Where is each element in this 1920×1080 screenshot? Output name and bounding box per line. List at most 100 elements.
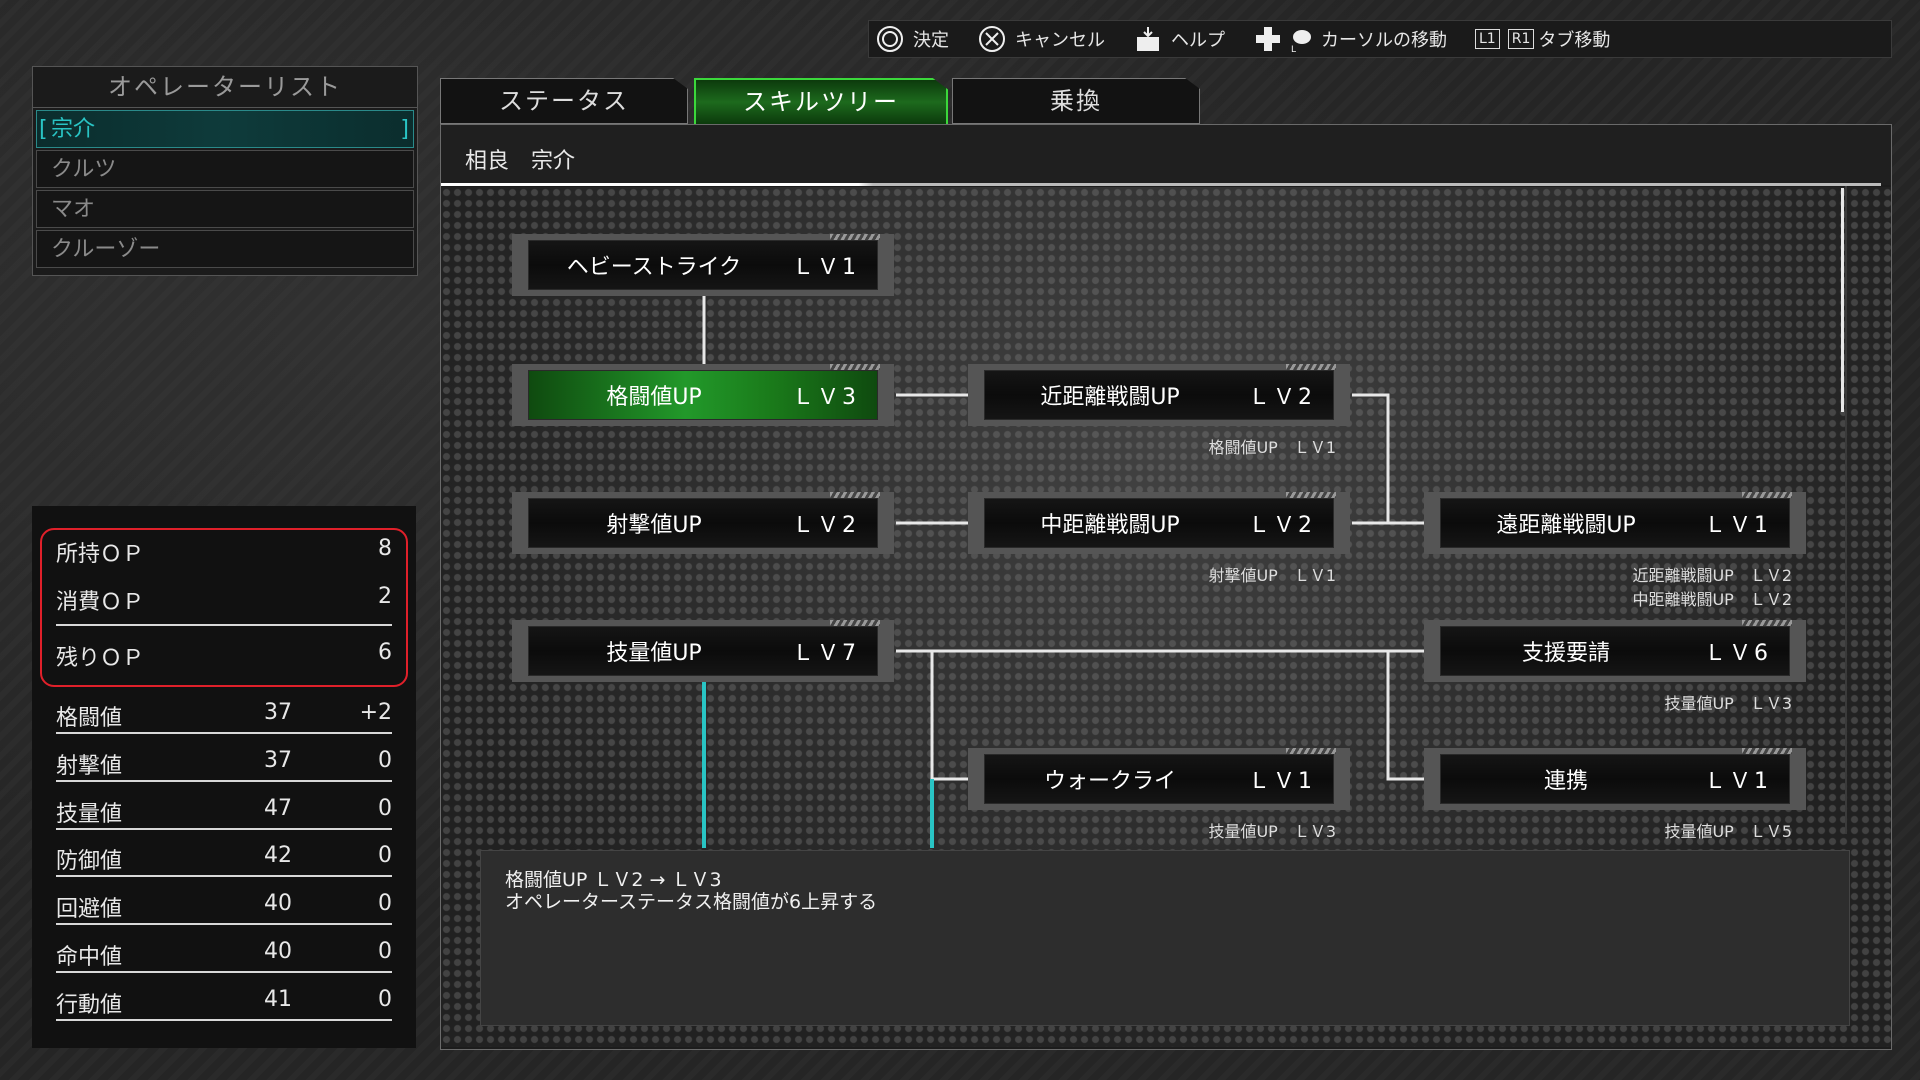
skill-name: 中距離戦闘UP — [1040, 513, 1180, 538]
stat-name: 格闘値 — [56, 706, 123, 731]
cross-button-icon — [977, 24, 1007, 54]
skill-requirement: 技量値UP ＬＶ3 — [1208, 822, 1336, 841]
skill-node-skill-up[interactable]: 技量値UP ＬＶ7 — [512, 620, 894, 682]
stat-bonus: 0 — [378, 891, 392, 916]
character-header: 相良 宗介 — [441, 125, 1891, 185]
button-help-bar: 決定 キャンセル ヘルプ L カーソルの移動 L1 R1 タブ移動 — [868, 20, 1892, 58]
skill-node-long-combat-up[interactable]: 遠距離戦闘UP ＬＶ1 — [1424, 492, 1806, 554]
remaining-op-row: 残りＯＰ 6 — [56, 640, 392, 672]
skill-level: ＬＶ1 — [1248, 769, 1315, 794]
scroll-track[interactable] — [1845, 186, 1847, 834]
node-stripe — [830, 364, 880, 370]
owned-op-row: 所持ＯＰ 8 — [56, 536, 392, 568]
owned-op-value: 8 — [378, 536, 392, 561]
skill-level: ＬＶ2 — [1248, 513, 1315, 538]
connector-skill-to-coordination — [1386, 651, 1424, 781]
skill-level: ＬＶ2 — [1248, 385, 1315, 410]
stats-panel: 所持ＯＰ 8 消費ＯＰ 2 残りＯＰ 6 格闘値 37 +2 射撃値 37 0 … — [32, 506, 416, 1048]
owned-op-label: 所持ＯＰ — [56, 542, 145, 567]
skill-description-box: 格闘値UP ＬＶ2 → ＬＶ3 オペレーターステータス格闘値が6上昇する — [480, 850, 1850, 1026]
node-stripe — [1742, 748, 1792, 754]
used-op-value: 2 — [378, 584, 392, 609]
stat-name: 回避値 — [56, 897, 123, 922]
skill-node-war-cry[interactable]: ウォークライ ＬＶ1 — [968, 748, 1350, 810]
operator-list-title: オペレーターリスト — [33, 67, 417, 108]
stat-value: 42 — [264, 843, 292, 868]
stat-value: 40 — [264, 939, 292, 964]
node-stripe — [1286, 748, 1336, 754]
tab-skill-tree[interactable]: スキルツリー — [694, 78, 948, 126]
skill-level: ＬＶ3 — [792, 385, 859, 410]
description-level-change: 格闘値UP ＬＶ2 → ＬＶ3 — [505, 869, 722, 891]
skill-name: 連携 — [1543, 769, 1588, 794]
touchpad-icon — [1133, 24, 1163, 54]
tab-transfer[interactable]: 乗換 — [952, 78, 1200, 124]
skill-level: ＬＶ2 — [792, 513, 859, 538]
stat-name: 射撃値 — [56, 754, 123, 779]
dpad-icon — [1253, 24, 1283, 54]
skill-node-heavy-strike[interactable]: ヘビーストライク ＬＶ1 — [512, 234, 894, 296]
header-underline — [441, 183, 1881, 186]
node-body: 遠距離戦闘UP ＬＶ1 — [1440, 498, 1790, 548]
node-body: 中距離戦闘UP ＬＶ2 — [984, 498, 1334, 548]
description-effect: オペレーターステータス格闘値が6上昇する — [505, 891, 878, 913]
operator-list: オペレーターリスト 宗介 クルツ マオ クルーゾー — [32, 66, 418, 276]
node-body: 格闘値UP ＬＶ3 — [528, 370, 878, 420]
stat-value: 37 — [264, 748, 292, 773]
used-op-row: 消費ＯＰ 2 — [56, 584, 392, 616]
stat-value: 37 — [264, 700, 292, 725]
node-body: 支援要請 ＬＶ6 — [1440, 626, 1790, 676]
stat-row-evasion: 回避値 40 0 — [56, 887, 392, 925]
tab-status[interactable]: ステータス — [440, 78, 688, 124]
stat-bonus: 0 — [378, 796, 392, 821]
skill-node-support-request[interactable]: 支援要請 ＬＶ6 — [1424, 620, 1806, 682]
circle-button-icon — [875, 24, 905, 54]
skill-node-mid-combat-up[interactable]: 中距離戦闘UP ＬＶ2 — [968, 492, 1350, 554]
skill-node-coordination[interactable]: 連携 ＬＶ1 — [1424, 748, 1806, 810]
op-points-highlight — [40, 528, 408, 687]
operator-item-mao[interactable]: マオ — [36, 190, 414, 228]
skill-node-close-combat-up[interactable]: 近距離戦闘UP ＬＶ2 — [968, 364, 1350, 426]
skill-node-melee-up[interactable]: 格闘値UP ＬＶ3 — [512, 364, 894, 426]
stat-value: 41 — [264, 987, 292, 1012]
node-stripe — [1286, 492, 1336, 498]
skill-name: 支援要請 — [1521, 641, 1610, 666]
op-divider — [56, 624, 392, 626]
operator-item-kurtz[interactable]: クルツ — [36, 150, 414, 188]
node-body: 技量値UP ＬＶ7 — [528, 626, 878, 676]
node-body: 射撃値UP ＬＶ2 — [528, 498, 878, 548]
svg-text:L: L — [1291, 45, 1296, 53]
connector-close-to-long — [1352, 393, 1390, 523]
skill-level: ＬＶ6 — [1704, 641, 1771, 666]
skill-requirement: 技量値UP ＬＶ3 — [1664, 694, 1792, 713]
scroll-thumb[interactable] — [1841, 188, 1844, 412]
skill-requirement: 技量値UP ＬＶ5 — [1664, 822, 1792, 841]
r1-key-icon: R1 — [1507, 29, 1535, 49]
skill-name: ウォークライ — [1043, 769, 1176, 794]
connector-skill-to-warcry — [930, 651, 968, 781]
stat-row-shooting: 射撃値 37 0 — [56, 744, 392, 782]
skill-name: 格闘値UP — [606, 385, 702, 410]
tab-move-label: タブ移動 — [1538, 30, 1611, 51]
node-body: 近距離戦闘UP ＬＶ2 — [984, 370, 1334, 420]
skill-name: 射撃値UP — [606, 513, 702, 538]
skill-requirement: 射撃値UP ＬＶ1 — [1208, 566, 1336, 585]
stat-name: 命中値 — [56, 945, 123, 970]
skill-requirement: 中距離戦闘UP ＬＶ2 — [1632, 590, 1792, 609]
operator-item-sousuke[interactable]: 宗介 — [36, 110, 414, 149]
skill-node-shooting-up[interactable]: 射撃値UP ＬＶ2 — [512, 492, 894, 554]
stat-row-accuracy: 命中値 40 0 — [56, 935, 392, 973]
operator-item-clouseau[interactable]: クルーゾー — [36, 230, 414, 268]
skill-level: ＬＶ1 — [1704, 513, 1771, 538]
node-stripe — [830, 620, 880, 626]
stat-bonus: 0 — [378, 939, 392, 964]
skill-level: ＬＶ1 — [792, 255, 859, 280]
used-op-label: 消費ＯＰ — [56, 590, 145, 615]
node-stripe — [1286, 364, 1336, 370]
remaining-op-value: 6 — [378, 640, 392, 665]
cursor-move-label: カーソルの移動 — [1321, 30, 1447, 51]
l1-key-icon: L1 — [1475, 29, 1500, 49]
stat-bonus: +2 — [359, 700, 392, 725]
skill-name: ヘビーストライク — [566, 255, 742, 280]
